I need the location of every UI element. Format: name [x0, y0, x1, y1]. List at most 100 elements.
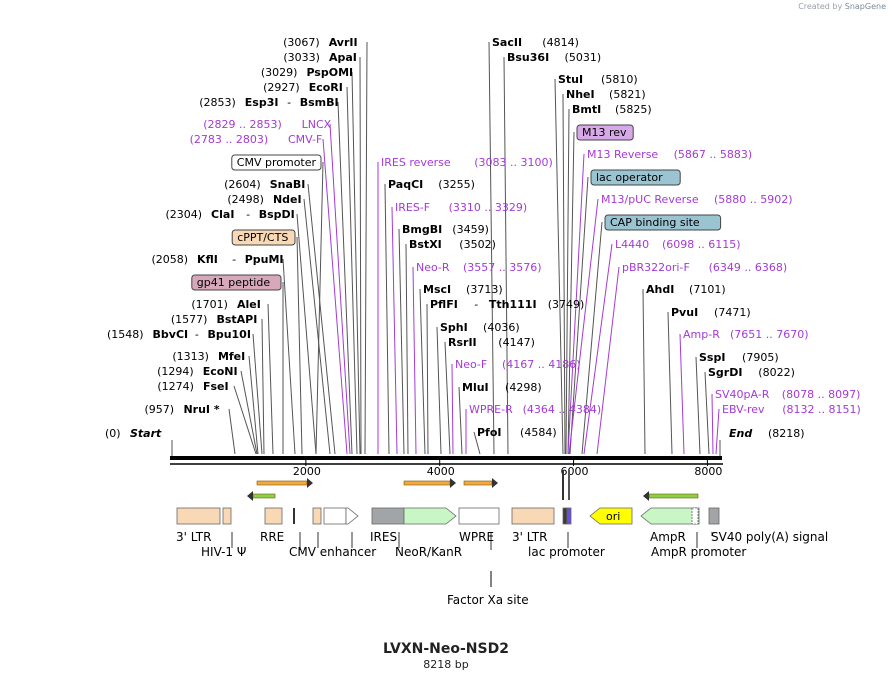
feature-tag-label: CAP binding site [610, 216, 700, 229]
site-position: (4167 .. 4186) [502, 358, 581, 371]
site-position: (5821) [609, 88, 646, 101]
feature-tag-label: lac operator [596, 171, 663, 184]
primer-leader [322, 138, 348, 455]
small-orange-feature [312, 507, 322, 525]
axis-tick-label: 2000 [293, 465, 321, 478]
primer-leader [679, 333, 685, 455]
site-position: (957) [144, 403, 174, 416]
site-position: (1313) [172, 350, 209, 363]
site-position: (2853) [199, 96, 236, 109]
wpre-feature [458, 507, 500, 525]
primer-leader [451, 363, 454, 455]
site-leader [567, 131, 575, 455]
site-leader [569, 176, 589, 455]
site-position: (2829 .. 2853) [203, 118, 282, 131]
site-leader [296, 213, 317, 455]
primer-leader [568, 198, 599, 455]
primer-name: M13/pUC Reverse [601, 193, 699, 206]
feature-label: 3' LTR [176, 530, 211, 544]
feature-label: AmpR promoter [651, 545, 746, 559]
site-position: (5031) [565, 51, 602, 64]
site-leader [565, 108, 570, 455]
enzyme-name: PflFI [430, 298, 458, 311]
feature-tag-box [231, 154, 322, 171]
site-position: (7651 .. 7670) [730, 328, 809, 341]
enzyme-name: AhdI [646, 283, 674, 296]
primer-name: CMV-F [288, 133, 322, 146]
feature-tag-box [576, 124, 634, 141]
feature-label: WPRE [459, 530, 494, 544]
site-leader [436, 326, 442, 455]
enzyme-name: Bsu36I [507, 51, 549, 64]
site-leader [351, 71, 361, 455]
site-leader [562, 93, 566, 455]
site-lines [171, 41, 721, 458]
primer-name: LNCX [302, 118, 332, 131]
feature-label: HIV-1 Ψ [201, 545, 246, 559]
site-leader [554, 78, 564, 455]
site-leader [364, 41, 368, 455]
credit-brand: SnapGene [844, 2, 886, 11]
name-separator: - [232, 253, 236, 266]
site-position: (7905) [742, 351, 779, 364]
site-position: (3029) [261, 66, 298, 79]
rre-feature [264, 507, 283, 525]
site-leader [398, 228, 405, 455]
enzyme-name: MluI [462, 381, 489, 394]
primer-leader [329, 123, 351, 455]
site-position: (2304) [165, 208, 202, 221]
site-position: (7101) [689, 283, 726, 296]
site-position: (3749) [548, 298, 585, 311]
enzyme-name: BmtI [572, 103, 601, 116]
site-leader [252, 333, 263, 455]
site-position: (1701) [191, 298, 228, 311]
feature-label: NeoR/KanR [395, 545, 462, 559]
site-position: (6349 .. 6368) [709, 261, 788, 274]
primer-name: Neo-R [416, 261, 450, 274]
ires-feature [371, 507, 405, 525]
site-leader [267, 303, 274, 455]
ltr-5-feature [176, 507, 221, 525]
feature-tag-label: gp41 peptide [197, 276, 271, 289]
site-position: (4364 .. 4384) [523, 403, 602, 416]
enzyme-name: NheI [566, 88, 595, 101]
site-position: (1274) [157, 380, 194, 393]
primer-arrow-head [643, 491, 649, 501]
site-leader [228, 408, 236, 455]
primer-name: Neo-F [455, 358, 487, 371]
primer-arrow-shaft [252, 493, 276, 499]
primer-name: IRES-F [395, 201, 430, 214]
feature-label: Factor Xa site [447, 593, 529, 607]
site-position: (8022) [758, 366, 795, 379]
site-position: (2604) [224, 178, 261, 191]
primer-arrow-head [450, 478, 456, 488]
primer-name: IRES reverse [381, 156, 451, 169]
primer-leader [711, 393, 714, 455]
map-title: LVXN-Neo-NSD2 [383, 641, 509, 657]
feature-tag-label: M13 rev [582, 126, 627, 139]
cmv-enhancer-feature [323, 507, 347, 525]
enzyme-name: Tth111I [489, 298, 537, 311]
enzyme-name: NruI * [183, 403, 219, 416]
site-leader [503, 56, 509, 455]
enzyme-name: NdeI [273, 193, 302, 206]
name-separator: - [195, 328, 199, 341]
enzyme-name: RsrII [448, 336, 477, 349]
site-position: (4147) [498, 336, 535, 349]
start-position: (0) [105, 427, 121, 440]
enzyme-name: AleI [237, 298, 261, 311]
site-position: (4298) [505, 381, 542, 394]
site-leader [359, 56, 362, 455]
enzyme-name: EcoRI [309, 81, 343, 94]
primer-leader [567, 153, 585, 455]
ori-feature [589, 507, 633, 525]
cmv-promoter-feature [345, 507, 359, 525]
primer-name: pBR322ori-F [622, 261, 690, 274]
end-label: End [729, 427, 752, 440]
site-position: (4814) [542, 36, 579, 49]
enzyme-name: SacII [492, 36, 522, 49]
primer-arrow-shaft [463, 480, 493, 486]
